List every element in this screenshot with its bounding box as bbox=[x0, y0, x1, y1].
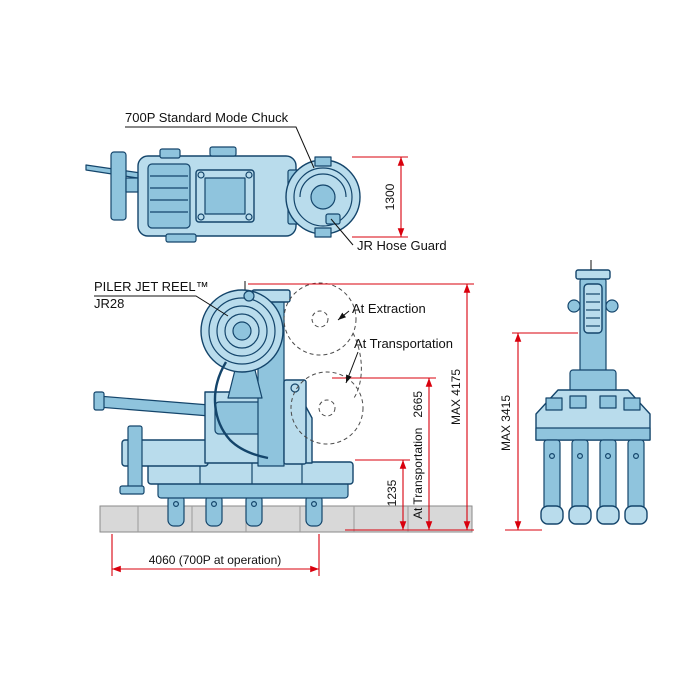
rear-mid-band bbox=[535, 427, 651, 441]
arrow-extraction bbox=[337, 310, 350, 321]
hose-guide-right bbox=[605, 299, 619, 313]
plan-chuck bbox=[285, 156, 361, 238]
hose-guard-part bbox=[325, 213, 341, 225]
dim-3415-text: MAX 3415 bbox=[499, 395, 513, 451]
leader-chuck bbox=[125, 126, 315, 169]
jet-reel bbox=[200, 289, 284, 460]
leader-hose-guard bbox=[330, 218, 354, 246]
texts: 700P Standard Mode Chuck JR Hose Guard P… bbox=[94, 110, 513, 567]
dim-2665-value-part: 2665 bbox=[411, 391, 425, 418]
rear-view-machine bbox=[535, 260, 651, 525]
ground-slab bbox=[99, 505, 473, 533]
dim-4175-text: MAX 4175 bbox=[449, 369, 463, 425]
label-reel-model: JR28 bbox=[94, 296, 124, 311]
plan-track bbox=[147, 163, 191, 229]
leaders bbox=[94, 126, 359, 384]
dim-2665-label-part: At Transportation bbox=[411, 428, 425, 519]
rear-legs bbox=[540, 439, 648, 525]
counter-foot bbox=[119, 485, 145, 495]
side-view-machine bbox=[93, 281, 354, 527]
label-transportation: At Transportation bbox=[354, 336, 453, 351]
hose bbox=[213, 361, 269, 460]
leader-reel bbox=[94, 295, 229, 317]
ghost-transportation-circle bbox=[290, 371, 364, 445]
clamp-legs bbox=[167, 493, 323, 527]
dim-2665-text: At Transportation 2665 bbox=[411, 391, 425, 519]
label-hose-guard: JR Hose Guard bbox=[357, 238, 447, 253]
label-reel-name: PILER JET REEL™ bbox=[94, 279, 209, 294]
ground bbox=[99, 505, 473, 533]
ghost-positions bbox=[283, 282, 364, 445]
label-chuck: 700P Standard Mode Chuck bbox=[125, 110, 289, 125]
rear-mast-cap bbox=[575, 269, 611, 280]
dim-1300-text: 1300 bbox=[383, 183, 397, 210]
dim-4060-text: 4060 (700P at operation) bbox=[149, 553, 282, 567]
rear-reel-edge bbox=[583, 283, 603, 334]
ghost-extraction-circle bbox=[283, 282, 357, 356]
boom bbox=[97, 395, 223, 418]
hose-guide-left bbox=[567, 299, 581, 313]
boom-end bbox=[93, 391, 105, 411]
chuck-column bbox=[283, 379, 307, 465]
arrow-transportation bbox=[345, 351, 359, 384]
counter-post bbox=[127, 425, 143, 489]
top-view-machine bbox=[85, 146, 361, 243]
ghost-path bbox=[352, 332, 362, 399]
reel-pulley bbox=[243, 290, 255, 302]
label-extraction: At Extraction bbox=[352, 301, 426, 316]
dim-1235-text: 1235 bbox=[385, 479, 399, 506]
plan-left-plate bbox=[110, 151, 127, 221]
rear-upper-body bbox=[569, 369, 617, 393]
